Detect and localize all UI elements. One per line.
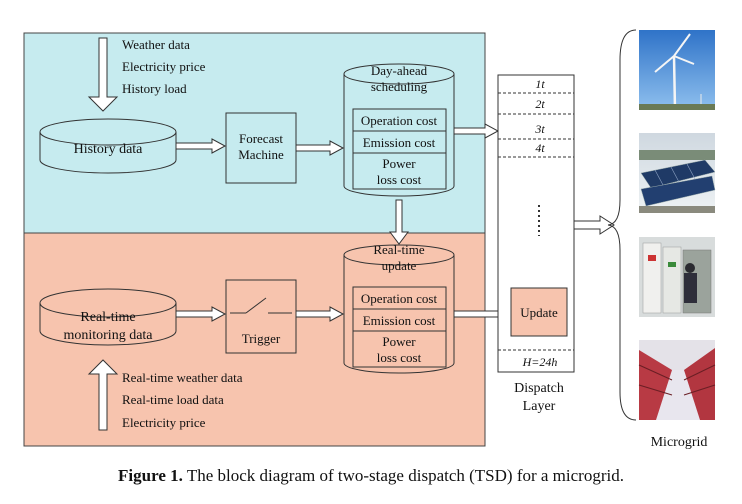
arrow-history-to-forecast xyxy=(175,138,227,154)
realtime-input-arrow xyxy=(87,359,119,431)
arrow-dayahead-to-dispatch xyxy=(453,123,500,139)
monitoring-label-2: monitoring data xyxy=(63,328,153,343)
history-data-label: History data xyxy=(74,142,144,157)
switch-icon xyxy=(230,297,292,314)
realtime-operation-cost: Operation cost xyxy=(361,291,438,306)
day-ahead-title-1: Day-ahead xyxy=(371,63,428,78)
realtime-power-loss-2: loss cost xyxy=(377,350,422,365)
day-ahead-power-loss-cell xyxy=(352,152,447,190)
dispatch-label-2: Layer xyxy=(523,399,556,414)
dispatch-slot-2t: 2t xyxy=(535,97,545,111)
forecast-label-2: Machine xyxy=(238,147,284,162)
history-input-arrow xyxy=(87,37,119,112)
realtime-input-price: Electricity price xyxy=(122,415,206,430)
arrow-forecast-to-dayahead xyxy=(295,140,345,156)
dispatch-slot-3t: 3t xyxy=(534,122,545,136)
arrow-dayahead-to-realtime xyxy=(389,199,409,245)
realtime-input-weather: Real-time weather data xyxy=(122,370,243,385)
realtime-title-2: update xyxy=(382,258,417,273)
trigger-label: Trigger xyxy=(242,331,281,346)
history-data-database xyxy=(39,118,177,174)
day-ahead-power-loss-2: loss cost xyxy=(377,172,422,187)
arrow-dispatch-to-microgrid xyxy=(573,215,615,235)
history-input-price: Electricity price xyxy=(122,59,206,74)
microgrid-label: Microgrid xyxy=(651,435,708,450)
history-input-load: History load xyxy=(122,81,187,96)
dispatch-label-1: Dispatch xyxy=(514,381,564,396)
dispatch-slot-4t: 4t xyxy=(535,141,545,155)
microgrid-brace xyxy=(607,29,637,421)
caption-text: The block diagram of two-stage dispatch … xyxy=(186,466,624,485)
day-ahead-operation-cost: Operation cost xyxy=(361,113,438,128)
battery-storage-photo xyxy=(638,340,716,420)
trigger-box xyxy=(225,279,297,354)
solar-panel-photo xyxy=(639,133,716,213)
day-ahead-power-loss-1: Power xyxy=(382,156,416,171)
realtime-power-loss-1: Power xyxy=(382,334,416,349)
day-ahead-emission-cost: Emission cost xyxy=(363,135,436,150)
update-box xyxy=(510,287,568,337)
realtime-emission-cost: Emission cost xyxy=(363,313,436,328)
monitoring-label-1: Real-time xyxy=(80,310,135,325)
realtime-power-loss-cell xyxy=(352,330,447,368)
real-time-monitoring-database xyxy=(39,288,177,346)
figure-caption: Figure 1. The block diagram of two-stage… xyxy=(0,466,742,486)
realtime-title-1: Real-time xyxy=(373,242,424,257)
arrow-trigger-to-realtime xyxy=(295,306,345,322)
history-input-weather: Weather data xyxy=(122,37,190,52)
control-room-photo xyxy=(639,237,715,317)
forecast-label-1: Forecast xyxy=(239,131,283,146)
day-ahead-title-2: scheduling xyxy=(371,79,428,94)
dispatch-slot-h24: H=24h xyxy=(522,355,558,369)
caption-label: Figure 1. xyxy=(118,466,183,485)
wind-turbine-photo xyxy=(639,30,715,111)
realtime-input-load: Real-time load data xyxy=(122,392,224,407)
forecast-machine-box xyxy=(225,112,297,184)
arrow-monitor-to-trigger xyxy=(175,306,227,322)
dispatch-slot-1t: 1t xyxy=(535,77,545,91)
update-label: Update xyxy=(520,305,558,320)
